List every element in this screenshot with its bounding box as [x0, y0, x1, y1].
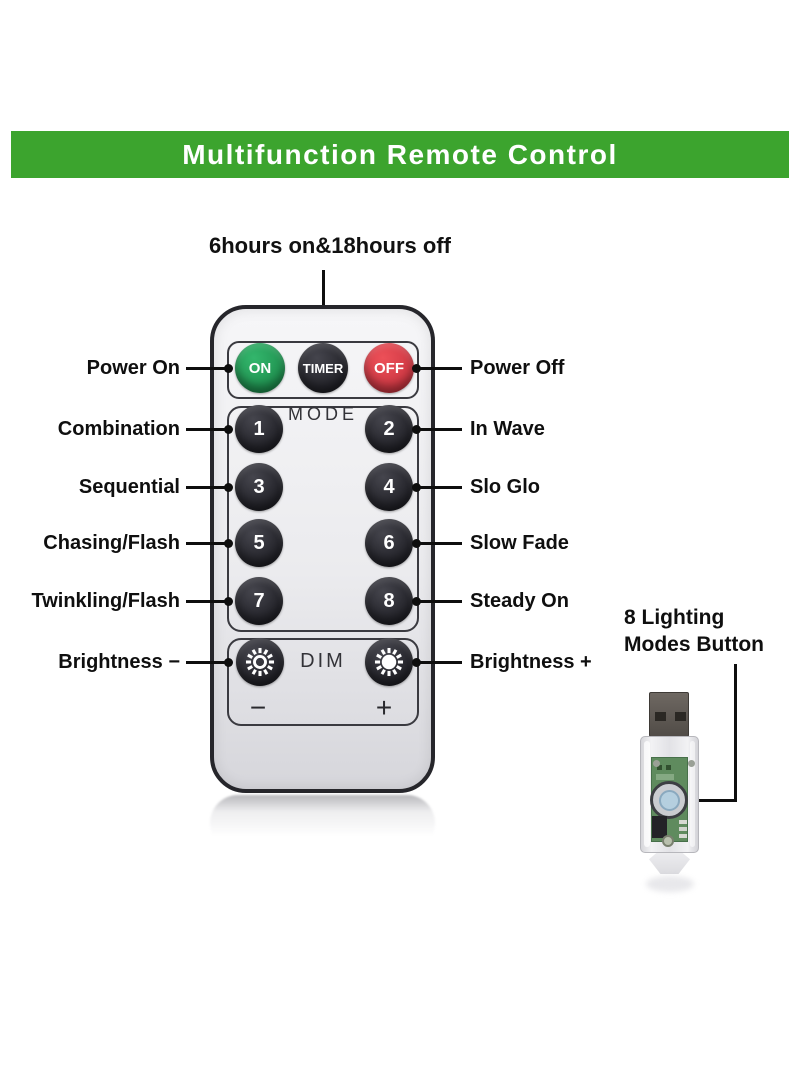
usb-connector-slot: [675, 712, 686, 721]
mode-button-5: 5: [235, 519, 283, 567]
usb-pointer-line-vertical: [734, 664, 737, 801]
mode-button-7: 7: [235, 577, 283, 625]
brightness-up-button: [365, 638, 413, 686]
callout-dot: [224, 658, 233, 667]
sun-outline-icon: [245, 647, 275, 677]
mode-button-3-label: 3: [253, 475, 265, 498]
callout-label-sequential: Sequential: [78, 476, 180, 498]
brightness-down-button: [236, 638, 284, 686]
usb-reflection: [646, 876, 694, 892]
callout-line: [413, 486, 462, 489]
mode-button-8-label: 8: [383, 589, 395, 612]
callout-label-combination: Combination: [57, 418, 180, 440]
dim-plus-symbol: +: [375, 692, 393, 723]
mode-button-7-label: 7: [253, 589, 265, 612]
timer-button-label: TIMER: [302, 360, 344, 376]
usb-mode-button-center: [658, 789, 680, 811]
callout-dot: [412, 483, 421, 492]
power-on-button-label: ON: [248, 359, 272, 377]
callout-label-brightness-up: Brightness +: [470, 651, 592, 673]
sun-filled-icon: [374, 647, 404, 677]
timer-pointer-line: [322, 270, 325, 337]
usb-connector: [649, 692, 689, 737]
mode-section: [227, 406, 419, 632]
callout-line: [413, 661, 462, 664]
usb-modes-label: 8 Lighting Modes Button: [624, 606, 764, 656]
mode-button-1: 1: [235, 405, 283, 453]
callout-dot: [412, 364, 421, 373]
usb-pointer-line-horizontal: [689, 799, 737, 802]
callout-line: [186, 600, 232, 603]
power-off-button: OFF: [364, 343, 414, 393]
callout-line: [413, 600, 462, 603]
mode-button-5-label: 5: [253, 531, 265, 554]
pcb-ic-chip: [652, 816, 667, 838]
callout-line: [186, 661, 232, 664]
callout-dot: [412, 658, 421, 667]
mode-button-2-label: 2: [383, 417, 395, 440]
power-off-button-label: OFF: [374, 359, 404, 377]
dim-label: DIM: [300, 650, 346, 672]
pcb-component: [679, 834, 687, 838]
callout-dot: [224, 597, 233, 606]
dim-section: [227, 638, 419, 726]
callout-dot: [224, 425, 233, 434]
timer-button: TIMER: [298, 343, 348, 393]
callout-dot: [224, 539, 233, 548]
mode-button-3: 3: [235, 463, 283, 511]
dim-minus-symbol: −: [249, 692, 267, 723]
mode-button-4: 4: [365, 463, 413, 511]
mode-button-8: 8: [365, 577, 413, 625]
mode-button-4-label: 4: [383, 475, 395, 498]
remote-control: ON TIMER OFF MODE 1 2 3 4 5 6 7 8: [210, 305, 435, 793]
pcb-component: [666, 765, 671, 770]
callout-label-twinkling-flash: Twinkling/Flash: [31, 590, 180, 612]
callout-line: [186, 367, 232, 370]
usb-mode-button: [650, 781, 688, 819]
mode-label: MODE: [288, 404, 358, 424]
power-on-button: ON: [235, 343, 285, 393]
usb-bottom-tail: [649, 853, 690, 874]
callout-line: [186, 428, 232, 431]
pcb-screw: [688, 760, 695, 767]
callout-dot: [412, 597, 421, 606]
mode-button-6: 6: [365, 519, 413, 567]
callout-label-power-off: Power Off: [470, 357, 565, 379]
usb-connector-slot: [655, 712, 666, 721]
callout-line: [186, 486, 232, 489]
callout-label-slo-glo: Slo Glo: [470, 476, 540, 498]
callout-line: [413, 428, 462, 431]
callout-label-steady-on: Steady On: [470, 590, 569, 612]
pcb-component: [679, 827, 687, 831]
callout-line: [413, 542, 462, 545]
pcb-component: [656, 774, 674, 780]
mode-button-6-label: 6: [383, 531, 395, 554]
pcb-screw: [653, 760, 660, 767]
callout-label-chasing-flash: Chasing/Flash: [43, 532, 180, 554]
callout-label-slow-fade: Slow Fade: [470, 532, 569, 554]
timer-note: 6hours on&18hours off: [208, 233, 451, 258]
callout-label-in-wave: In Wave: [470, 418, 545, 440]
mode-button-1-label: 1: [253, 417, 265, 440]
callout-line: [413, 367, 462, 370]
callout-label-power-on: Power On: [86, 357, 180, 379]
callout-dot: [412, 539, 421, 548]
remote-reflection: [210, 795, 435, 851]
mode-button-2: 2: [365, 405, 413, 453]
usb-body-highlight: [644, 741, 650, 847]
callout-dot: [412, 425, 421, 434]
usb-body-highlight: [690, 741, 695, 847]
pcb-component: [657, 765, 662, 770]
title-banner: Multifunction Remote Control: [11, 131, 789, 178]
callout-dot: [224, 364, 233, 373]
pcb-component: [679, 820, 687, 824]
callout-dot: [224, 483, 233, 492]
callout-line: [186, 542, 232, 545]
pcb-screw: [662, 835, 674, 847]
callout-label-brightness-down: Brightness −: [58, 651, 180, 673]
